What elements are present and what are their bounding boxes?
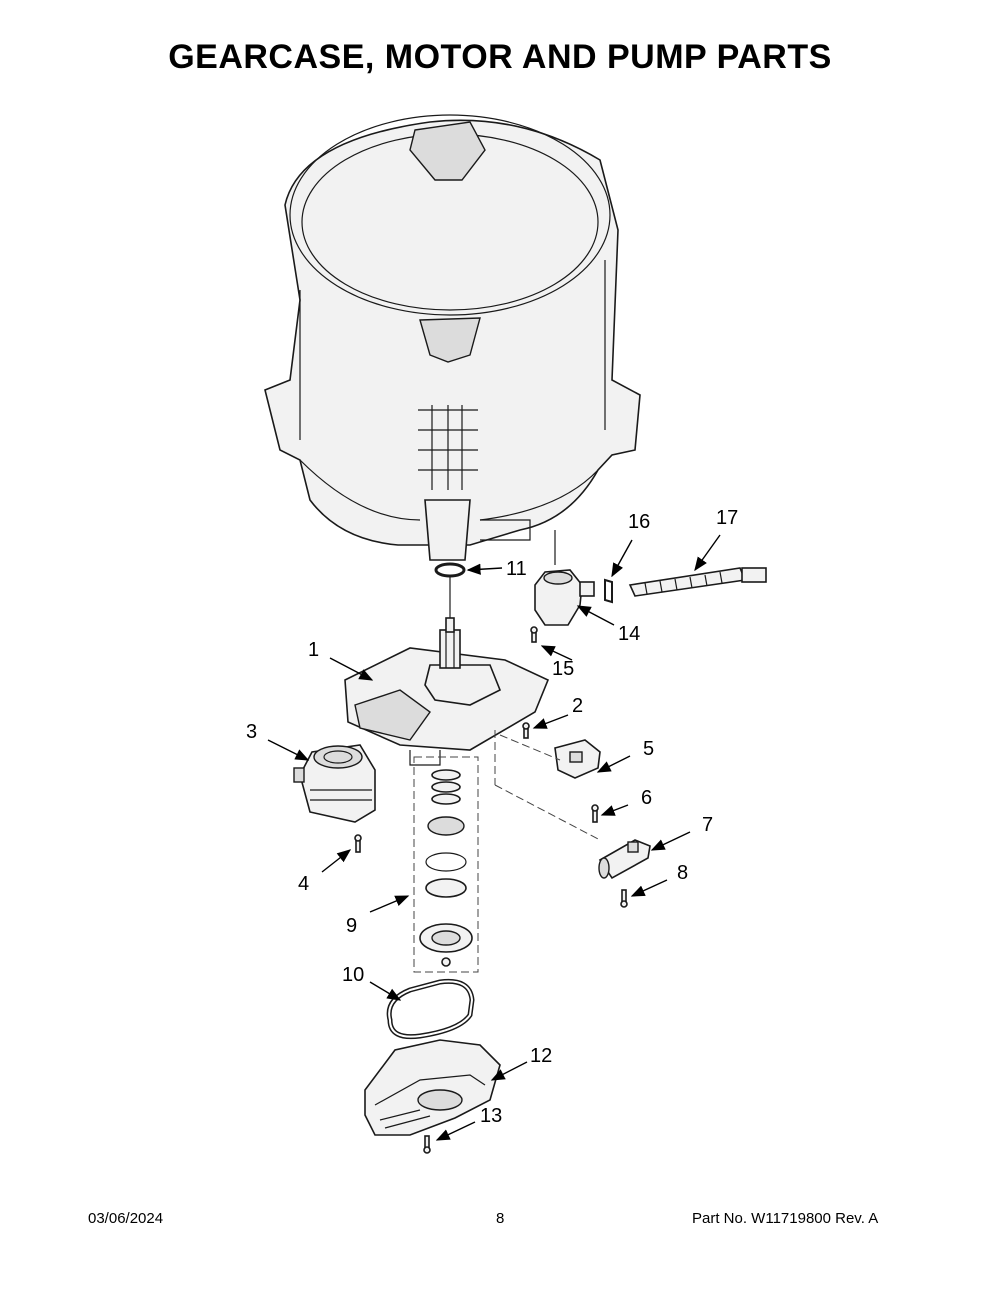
lid-switch-part bbox=[554, 739, 601, 779]
capacitor-part bbox=[598, 839, 651, 880]
callout-label: 9 bbox=[346, 915, 357, 937]
callout-arrow-3 bbox=[267, 739, 310, 761]
clutch-kit-part bbox=[413, 756, 479, 973]
callout-label: 17 bbox=[716, 507, 738, 529]
screw-part-13 bbox=[423, 1135, 431, 1154]
callout-arrow-8 bbox=[630, 879, 668, 897]
connector-line bbox=[499, 734, 561, 761]
callout-arrow-10 bbox=[369, 981, 402, 1001]
hose-clamp-part bbox=[604, 578, 613, 604]
callout-arrow-17 bbox=[694, 534, 721, 572]
pulley-shield-part bbox=[364, 1039, 501, 1136]
callout-label: 4 bbox=[298, 873, 309, 895]
screw-part-15 bbox=[530, 626, 538, 643]
motor-part bbox=[293, 744, 376, 823]
callout-label: 14 bbox=[618, 623, 640, 645]
drain-hose-part bbox=[628, 567, 767, 597]
callout-arrow-6 bbox=[600, 804, 629, 816]
callout-label: 5 bbox=[643, 738, 654, 760]
belt-part bbox=[386, 978, 475, 1040]
footer-part-number: Part No. W11719800 Rev. A bbox=[692, 1210, 879, 1227]
callout-label: 16 bbox=[628, 511, 650, 533]
callout-arrow-5 bbox=[596, 755, 631, 773]
gearcase-part bbox=[344, 617, 550, 766]
callout-arrow-11 bbox=[466, 563, 503, 575]
callout-arrow-7 bbox=[650, 831, 691, 851]
callout-label: 12 bbox=[530, 1045, 552, 1067]
callout-label: 6 bbox=[641, 787, 652, 809]
callout-label: 10 bbox=[342, 964, 364, 986]
callout-arrows bbox=[267, 534, 721, 1141]
screw-part-8 bbox=[620, 889, 628, 908]
callout-arrow-15 bbox=[540, 645, 573, 661]
callout-arrow-13 bbox=[435, 1121, 476, 1141]
callout-arrow-14 bbox=[576, 605, 615, 626]
callout-labels: 1 2 3 4 5 6 7 8 9 10 11 12 13 14 15 16 1… bbox=[246, 507, 738, 1127]
callout-arrow-16 bbox=[611, 539, 633, 578]
callout-label: 2 bbox=[572, 695, 583, 717]
outer-tub bbox=[264, 114, 641, 565]
drain-pump-part bbox=[534, 569, 595, 626]
callout-label: 15 bbox=[552, 658, 574, 680]
callout-arrow-2 bbox=[532, 714, 569, 729]
footer-page-number: 8 bbox=[496, 1210, 505, 1227]
screw-part-4 bbox=[354, 834, 362, 853]
callout-label: 3 bbox=[246, 721, 257, 743]
page-title: GEARCASE, MOTOR AND PUMP PARTS bbox=[168, 38, 832, 76]
screw-part-6 bbox=[591, 804, 599, 823]
callout-label: 11 bbox=[506, 558, 527, 580]
seal-ring-part bbox=[434, 562, 466, 618]
callout-label: 7 bbox=[702, 814, 713, 836]
callout-arrow-4 bbox=[321, 849, 352, 873]
callout-arrow-12 bbox=[490, 1061, 528, 1081]
callout-label: 1 bbox=[308, 639, 319, 661]
connector-line bbox=[494, 784, 601, 841]
callout-label: 8 bbox=[677, 862, 688, 884]
footer-date: 03/06/2024 bbox=[88, 1210, 164, 1227]
callout-label: 13 bbox=[480, 1105, 502, 1127]
callout-arrow-9 bbox=[369, 895, 410, 913]
screw-part-2 bbox=[522, 722, 530, 739]
callout-arrow-1 bbox=[329, 657, 374, 681]
